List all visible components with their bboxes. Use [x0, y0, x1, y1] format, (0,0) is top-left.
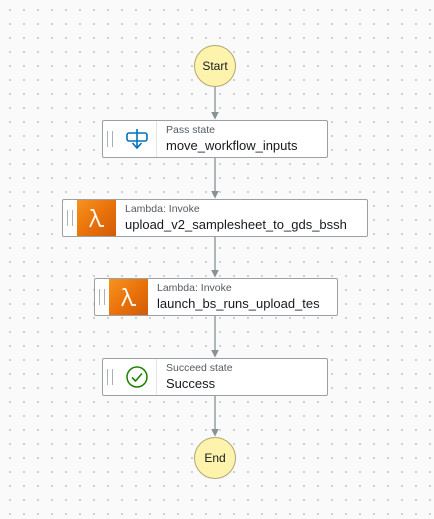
start-label: Start — [202, 59, 228, 73]
state-name-label: Success — [166, 376, 216, 391]
state-type-label: Lambda: Invoke — [125, 203, 200, 215]
state-type-label: Succeed state — [166, 362, 233, 374]
drag-handle[interactable] — [63, 200, 77, 236]
state-name-label: move_workflow_inputs — [166, 138, 298, 153]
end-node[interactable]: End — [194, 437, 236, 479]
state-upload-v2-samplesheet[interactable]: Lambda: Invoke upload_v2_samplesheet_to_… — [62, 199, 368, 237]
state-name-label: upload_v2_samplesheet_to_gds_bssh — [125, 217, 347, 232]
state-name-label: launch_bs_runs_upload_tes — [157, 296, 320, 311]
lambda-icon — [109, 279, 148, 315]
state-type-label: Lambda: Invoke — [157, 282, 232, 294]
state-launch-bs-runs-upload[interactable]: Lambda: Invoke launch_bs_runs_upload_tes — [94, 278, 338, 316]
state-type-label: Pass state — [166, 124, 216, 136]
drag-handle[interactable] — [103, 121, 117, 157]
succeed-state-icon — [117, 359, 157, 395]
drag-handle[interactable] — [95, 279, 109, 315]
end-label: End — [204, 451, 226, 465]
pass-state-icon — [117, 121, 157, 157]
state-success[interactable]: Succeed state Success — [102, 358, 328, 396]
lambda-icon — [77, 200, 116, 236]
state-move-workflow-inputs[interactable]: Pass state move_workflow_inputs — [102, 120, 328, 158]
start-node[interactable]: Start — [194, 45, 236, 87]
drag-handle[interactable] — [103, 359, 117, 395]
